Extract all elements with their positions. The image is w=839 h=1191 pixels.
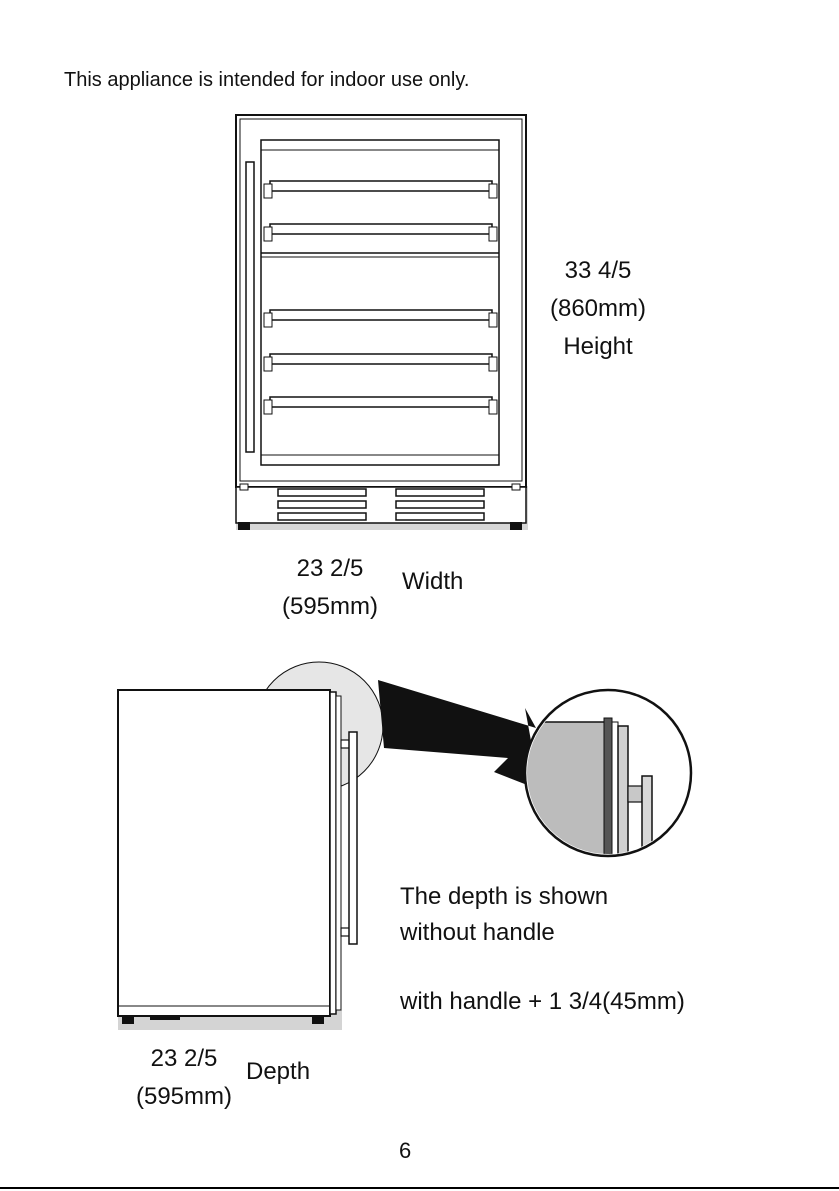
depth-metric: (595mm) (116, 1078, 252, 1116)
height-metric: (860mm) (528, 290, 668, 328)
zoom-handle (642, 776, 652, 866)
height-dimension: 33 4/5 (860mm) Height (528, 252, 668, 366)
side-foot-left (122, 1016, 134, 1024)
width-value: 23 2/5 (262, 550, 398, 588)
height-label: Height (528, 328, 668, 366)
depth-label: Depth (246, 1060, 310, 1084)
front-door-handle (246, 162, 254, 452)
side-door-edge (330, 692, 336, 1014)
depth-value: 23 2/5 (116, 1040, 252, 1078)
side-cabinet-body (118, 690, 330, 1016)
depth-dimension: 23 2/5 (595mm) (116, 1040, 252, 1116)
width-metric: (595mm) (262, 588, 398, 626)
height-value: 33 4/5 (528, 252, 668, 290)
front-foot-right (510, 522, 522, 530)
side-view-drawing (118, 662, 691, 1030)
page-number: 6 (399, 1140, 411, 1162)
depth-note-line-1: The depth is shown (400, 879, 608, 915)
bottom-rule (0, 1187, 839, 1189)
depth-note: The depth is shown without handle (400, 879, 608, 951)
width-dimension: 23 2/5 (595mm) (262, 550, 398, 626)
depth-note-line-2: without handle (400, 915, 608, 951)
side-foot-right (312, 1016, 324, 1024)
front-foot-left (238, 522, 250, 530)
front-view-drawing (236, 115, 528, 530)
zoom-arrow (378, 680, 540, 790)
width-label: Width (402, 570, 463, 594)
zoom-cabinet (520, 722, 610, 862)
depth-note-line-3: with handle + 1 3/4(45mm) (400, 984, 685, 1020)
side-door-handle (349, 732, 357, 944)
